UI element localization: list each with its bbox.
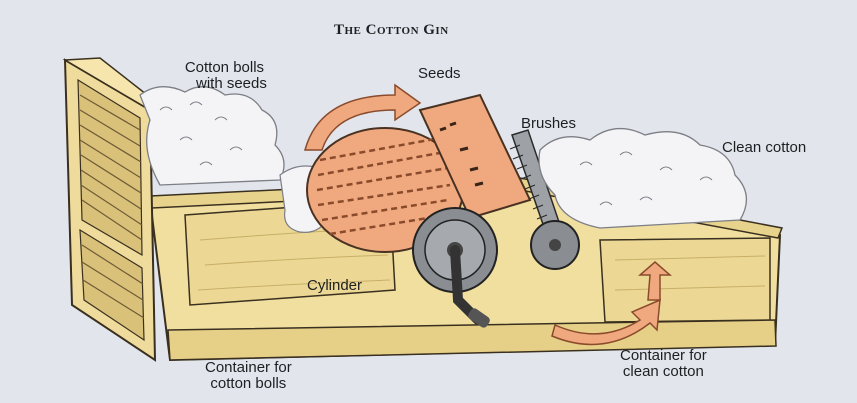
diagram-title: The Cotton Gin: [334, 22, 449, 38]
label-cotton-bolls-line2: with seeds: [196, 75, 267, 92]
seed-arrow: [304, 83, 422, 151]
label-container-clean-cotton: Container for clean cotton: [620, 348, 707, 380]
label-container-bolls-line1: Container for: [205, 359, 292, 376]
clean-cotton-arrow: [551, 261, 673, 346]
label-cotton-bolls: Cotton bolls with seeds: [182, 60, 267, 92]
gear-mechanism: [412, 207, 580, 328]
label-clean-cotton: Clean cotton: [722, 139, 807, 156]
clean-cotton-pile: [538, 128, 747, 229]
label-container-clean-line1: Container for: [620, 347, 707, 364]
label-container-bolls-line2: cotton bolls: [210, 375, 287, 392]
label-brushes: Brushes: [521, 115, 577, 132]
label-container-cotton-bolls: Container for cotton bolls: [205, 360, 292, 392]
seed-board: [418, 93, 532, 220]
label-cotton-bolls-line1: Cotton bolls: [184, 59, 265, 76]
label-seeds: Seeds: [418, 65, 461, 82]
left-end-panel: [62, 57, 162, 362]
label-cylinder: Cylinder: [307, 277, 363, 294]
label-container-clean-line2: clean cotton: [622, 363, 704, 380]
